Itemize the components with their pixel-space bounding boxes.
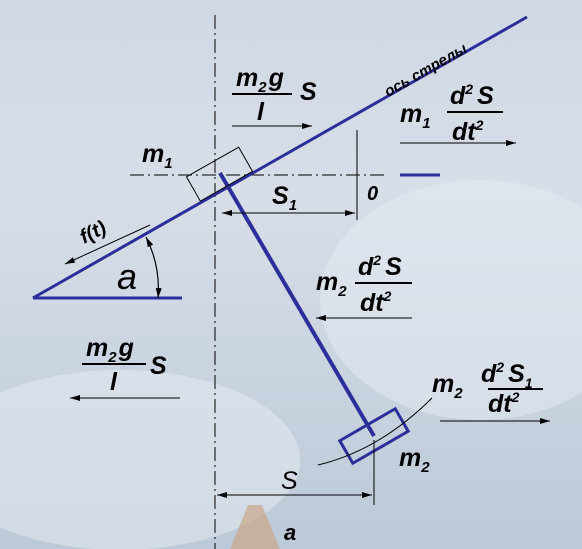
crane-silhouette [230,505,280,549]
ft-label: f(t) [76,217,110,249]
svg-text:l: l [110,368,118,396]
svg-text:m2g: m2g [236,64,284,96]
svg-text:S: S [300,78,317,106]
origin-zero-label: 0 [367,183,378,205]
mass-m1-label: m1 [142,140,173,172]
svg-text:m1: m1 [400,100,431,132]
svg-text:d2S: d2S [450,81,494,110]
boom-axis [32,15,528,300]
ft-arrow [64,224,151,265]
svg-text:dt2: dt2 [360,288,392,317]
svg-text:l: l [257,98,265,126]
a-bottom-label: a [284,520,296,545]
s-label: S [281,467,298,495]
pendulum-rod [218,171,376,438]
mass-m2-label: m2 [399,444,430,476]
svg-text:m2g: m2g [86,334,134,366]
m2-swing-arc [317,397,433,466]
sky-background [0,180,582,549]
svg-text:dt2: dt2 [488,389,520,418]
mass-m2-box [337,406,411,466]
s1-label: S1 [272,182,297,214]
alpha-label: a [117,256,137,297]
svg-text:m2: m2 [316,268,347,300]
term-top-gravity: m2g l S [236,64,317,126]
alpha-arc [145,236,162,299]
svg-text:S: S [150,352,167,380]
svg-text:m2: m2 [432,370,463,402]
term-bottom-gravity: m2g l S [86,334,167,396]
svg-text:dt2: dt2 [452,117,484,146]
svg-text:d2S: d2S [358,252,402,281]
mass-m1-box [185,146,254,202]
